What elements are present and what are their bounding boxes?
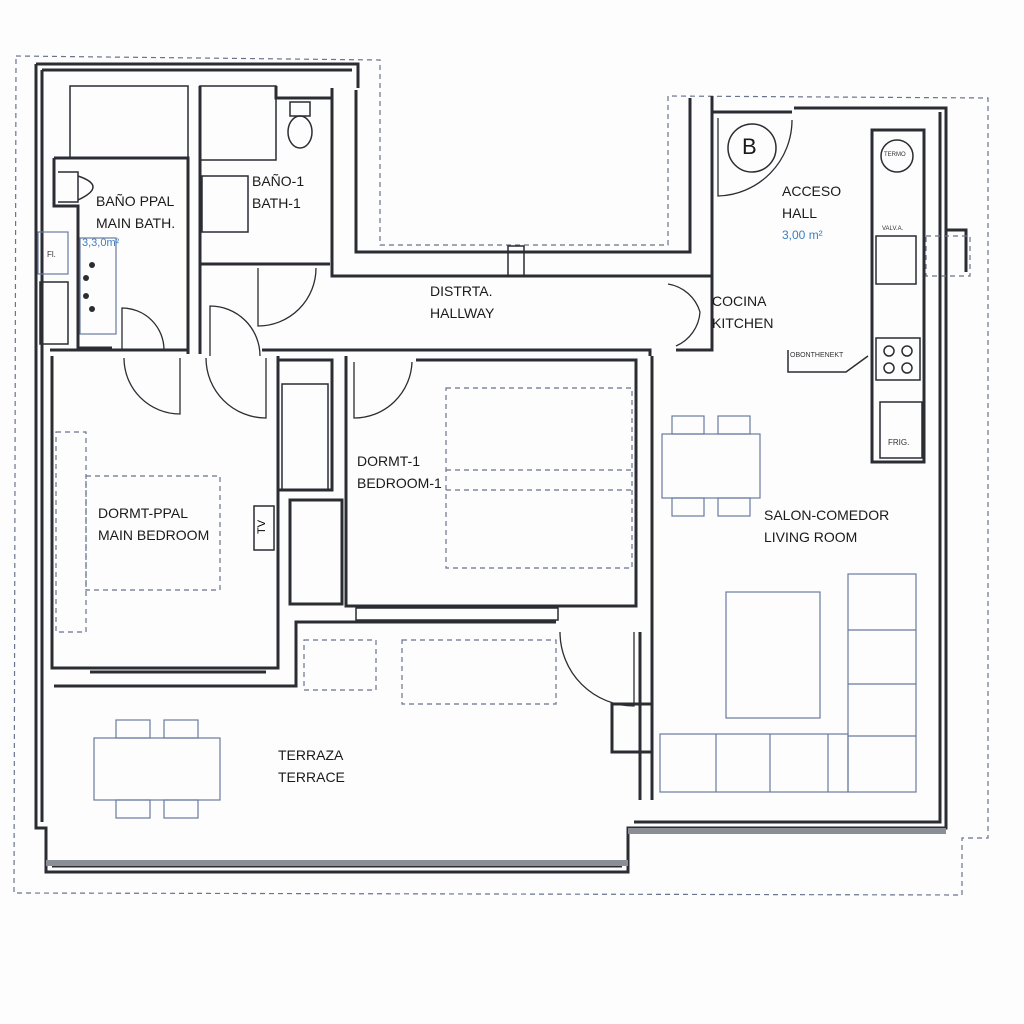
bath-cabinet	[39, 281, 69, 345]
toilet-tank	[289, 101, 311, 117]
boiler-icon	[880, 139, 914, 173]
planter	[303, 639, 377, 691]
cooktop-icon	[875, 337, 921, 381]
main-bath-wall	[52, 156, 190, 354]
sofa	[847, 573, 917, 793]
shower-icon	[37, 231, 69, 275]
fridge-icon	[879, 401, 923, 459]
courtyard-wall	[330, 88, 714, 278]
chair	[717, 415, 751, 435]
column	[507, 245, 525, 277]
chair	[163, 799, 199, 819]
bath-1-cabinet	[199, 85, 277, 161]
chair	[717, 497, 751, 517]
terrace-door[interactable]	[559, 631, 635, 707]
planter	[401, 639, 557, 705]
sofa-2	[659, 733, 849, 793]
terrace-table	[93, 737, 221, 801]
pillar-box	[610, 702, 654, 754]
exterior-wall-inner	[40, 68, 942, 868]
bed-outline	[445, 387, 633, 569]
kitchen-door[interactable]	[667, 283, 701, 347]
bath-1-door[interactable]	[257, 267, 317, 327]
main-bedroom-door-2[interactable]	[205, 357, 267, 419]
main-bedroom-wall	[50, 356, 280, 670]
vanity	[79, 237, 117, 335]
entrance-badge: B	[742, 134, 757, 159]
sofa-cushions	[715, 734, 829, 792]
area-main-bath: 3,3,0m²	[82, 237, 120, 249]
living-room-wall	[638, 356, 654, 800]
boiler-label: TERMO	[884, 152, 906, 158]
coffee-table	[725, 591, 821, 719]
room-label-hallway: DISTRTA.HALLWAY	[430, 283, 495, 321]
exterior-wall	[34, 62, 968, 874]
bath-1-wall	[198, 86, 332, 354]
chair	[115, 799, 151, 819]
wardrobe-inner	[281, 383, 329, 491]
wall-hatch	[46, 860, 628, 866]
entrance-badge-circle	[727, 123, 777, 173]
wardrobe-2	[288, 498, 344, 606]
tv-label: TV	[256, 519, 269, 535]
main-bath-cabinet	[69, 85, 189, 159]
closet-door[interactable]	[209, 305, 261, 357]
terrace-wall	[54, 620, 556, 688]
main-bedroom-door[interactable]	[123, 357, 181, 415]
toilet-icon	[287, 115, 313, 149]
chair	[671, 415, 705, 435]
window	[355, 607, 559, 621]
main-bath-door[interactable]	[121, 307, 165, 351]
oven-leader	[787, 350, 869, 373]
wall-hatch	[628, 828, 946, 834]
bedroom-1-wall	[344, 356, 638, 608]
area-hall: 3,00 m²	[782, 228, 823, 242]
bed-lines	[446, 469, 632, 491]
bed-outline	[85, 475, 221, 591]
oven-label: OBONTHENEKT	[790, 352, 844, 359]
rug-outline	[55, 431, 87, 633]
fridge-label: FRIG.	[888, 438, 910, 447]
shower-label: Fl.	[47, 250, 56, 259]
chair	[115, 719, 151, 739]
kitchen-counter	[870, 128, 926, 464]
property-boundary	[13, 55, 989, 896]
chair	[163, 719, 199, 739]
toilet-icon	[58, 171, 94, 203]
hallway-wall	[50, 276, 714, 356]
tv-unit	[253, 505, 275, 551]
bedroom-1-door[interactable]	[353, 361, 413, 419]
hall-wall	[710, 110, 792, 276]
dining-table	[661, 433, 761, 499]
wardrobe	[276, 358, 334, 492]
valve-label: VALV.A.	[882, 226, 904, 232]
sink-icon	[875, 235, 917, 285]
sink-icon	[201, 175, 249, 233]
window-outline	[925, 235, 971, 277]
entrance-door[interactable]	[717, 118, 793, 197]
sofa-cushions	[848, 629, 916, 737]
chair	[671, 497, 705, 517]
